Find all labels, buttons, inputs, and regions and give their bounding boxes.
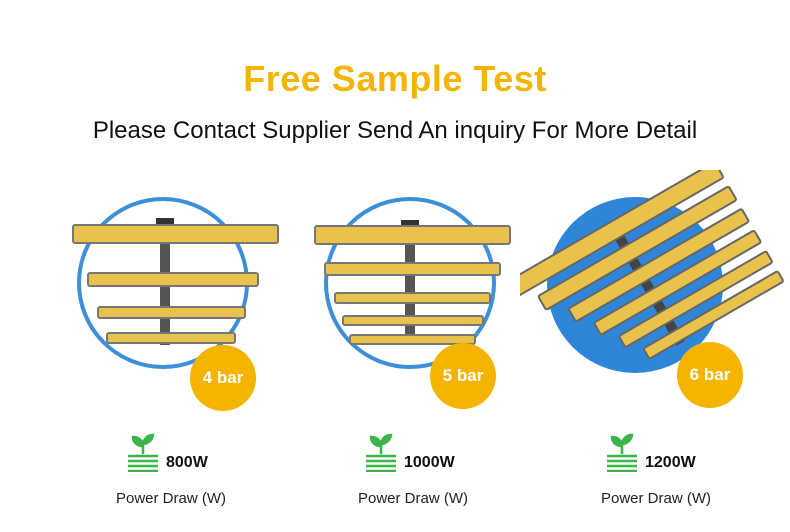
power-spec: 1000W — [362, 432, 455, 472]
power-draw-label: Power Draw (W) — [357, 490, 468, 507]
product-card-5-bar: 5 bar — [305, 170, 555, 520]
bar-count-badge: 5 bar — [430, 343, 496, 409]
page-title: Free Sample Test — [243, 58, 547, 99]
power-draw-label: Power Draw (W) — [600, 490, 711, 507]
bar-count-badge: 4 bar — [190, 345, 256, 411]
bar-count-badge: 6 bar — [677, 342, 743, 408]
power-spec: 1200W — [603, 432, 696, 472]
product-card-6-bar: 6 bar — [520, 170, 784, 520]
grow-light-5-bar-image — [314, 197, 511, 369]
power-value: 1200W — [645, 454, 696, 471]
product-card-4-bar: 4 bar — [60, 170, 310, 520]
power-draw-label: Power Draw (W) — [115, 490, 226, 507]
plant-growth-icon — [366, 433, 396, 472]
plant-growth-icon — [607, 433, 637, 472]
power-value: 1000W — [404, 454, 455, 471]
power-spec: 800W — [124, 432, 208, 472]
grow-light-4-bar-image — [72, 197, 279, 369]
grow-light-6-bar-image — [520, 170, 784, 373]
page-subtitle: Please Contact Supplier Send An inquiry … — [92, 117, 698, 144]
power-value: 800W — [166, 454, 208, 471]
plant-growth-icon — [128, 433, 158, 472]
